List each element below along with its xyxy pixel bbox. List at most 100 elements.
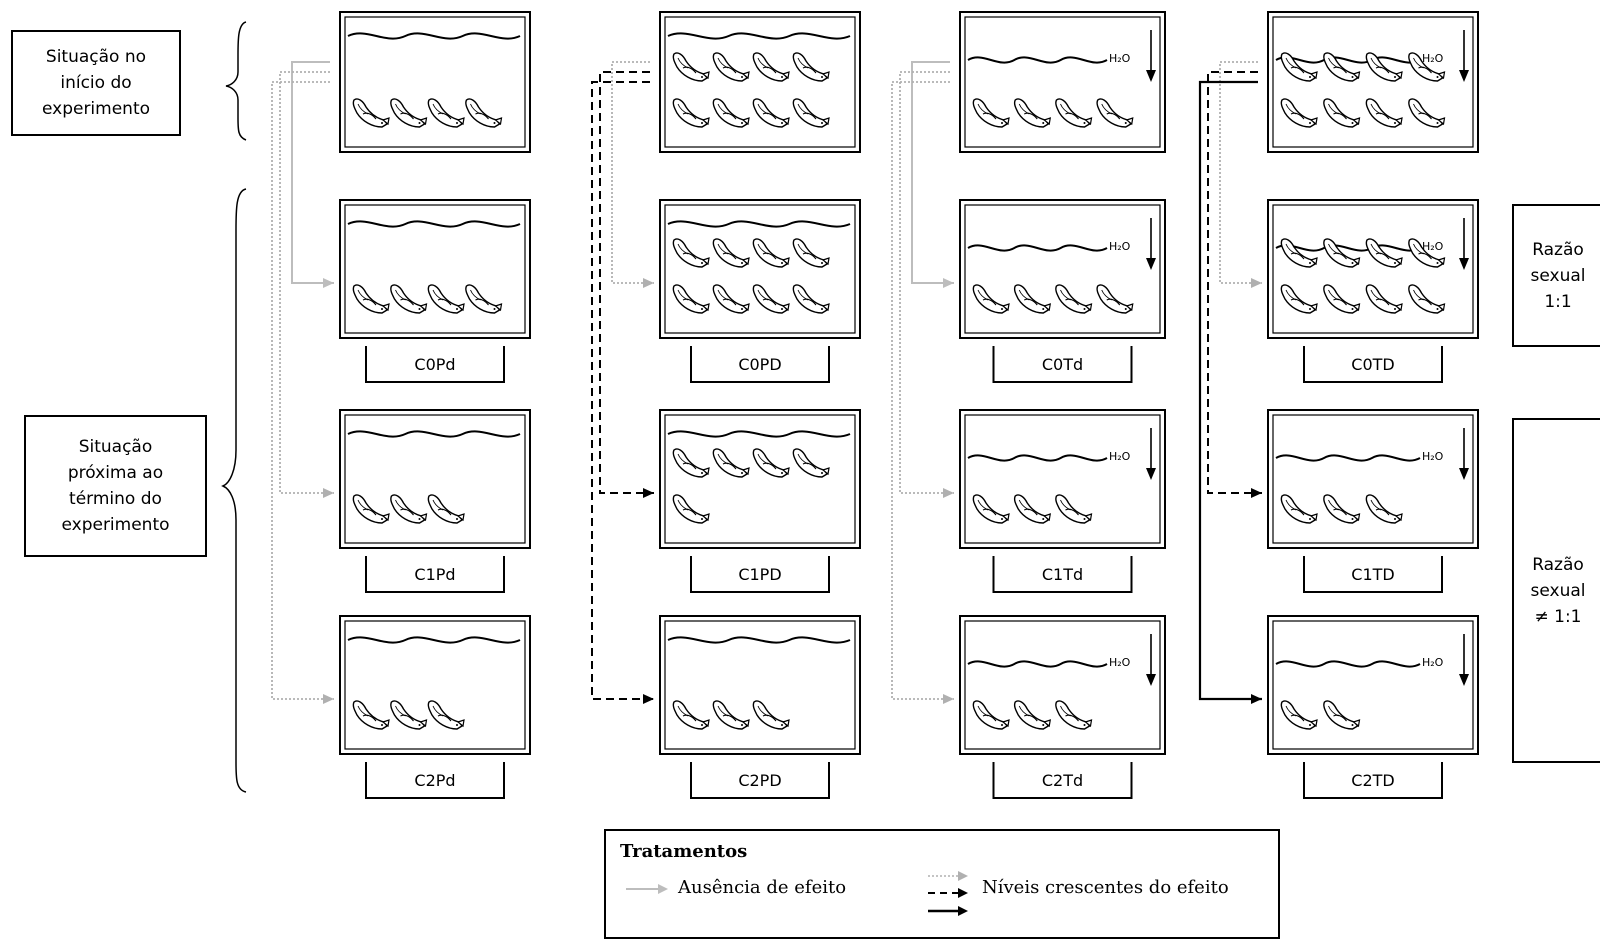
tank-inner-frame [664, 414, 856, 544]
tank-label: C2TD [1351, 771, 1394, 790]
tank-label-bracket [1303, 556, 1443, 593]
water-evaporation-label: H₂O [1422, 52, 1444, 65]
end-situation-label: Situação próxima ao término do experimen… [61, 437, 170, 535]
tank-outer-frame [339, 11, 531, 153]
tank-outer-frame [1267, 199, 1479, 339]
tank-outer-frame [659, 11, 861, 153]
water-evaporation-label: H₂O [1109, 52, 1131, 65]
water-surface-wave [1275, 56, 1421, 64]
tank-outer-frame [959, 409, 1166, 549]
tank-label: C1PD [738, 565, 781, 584]
tank-inner-frame [964, 414, 1161, 544]
end-situation-label-box: Situação próxima ao término do experimen… [24, 415, 207, 557]
tank-label-bracket [992, 556, 1133, 593]
tank-label-bracket [690, 762, 830, 799]
tank-outer-frame [1267, 11, 1479, 153]
tank-inner-frame [1272, 620, 1474, 750]
start-tank-TD: H₂O [1267, 11, 1479, 153]
tank-inner-frame [664, 620, 856, 750]
start-tank-Pd [339, 11, 531, 153]
connector-TD-2 [1198, 80, 1262, 701]
water-surface-wave [347, 220, 521, 228]
tank-label: C2PD [738, 771, 781, 790]
water-surface-wave [1275, 454, 1421, 462]
tank-label: C0TD [1351, 355, 1394, 374]
tank-label: C2Td [1042, 771, 1083, 790]
water-surface-wave [967, 454, 1108, 462]
tank-label-bracket [992, 346, 1133, 383]
connector-Td-0-head [943, 278, 954, 288]
water-level-arrow-icon [1459, 674, 1469, 686]
connector-Td-1-head [943, 488, 954, 498]
tank-label: C0Pd [414, 355, 455, 374]
tank-label: C2Pd [414, 771, 455, 790]
tank-label-bracket [1303, 762, 1443, 799]
connector-Pd-0-head [323, 278, 334, 288]
tanks: C0PdC1PdC2PdC0PDC1PDC2PDH₂OH₂OC0TdH₂OC1T… [339, 11, 1479, 799]
connectors [271, 61, 1262, 704]
start-tank-PD [659, 11, 861, 153]
tank-inner-frame [664, 16, 856, 148]
tank-outer-frame [959, 199, 1166, 339]
connector-TD-0 [1219, 61, 1262, 284]
end-brace [221, 188, 247, 793]
water-surface-wave [347, 636, 521, 644]
tank-outer-frame [659, 199, 861, 339]
connector-Td-1 [899, 71, 954, 494]
sex-ratio-equal-label: Razão sexual 1:1 [1530, 239, 1586, 312]
tank-inner-frame [964, 620, 1161, 750]
tank-C2TD: H₂O C2TD [1267, 615, 1479, 799]
connector-Td-0 [911, 61, 954, 284]
legend-increasing-arrows-icon [928, 871, 968, 916]
water-surface-wave [347, 32, 521, 40]
start-situation-label: Situação no início do experimento [41, 47, 151, 119]
water-surface-wave [667, 430, 851, 438]
tank-outer-frame [339, 615, 531, 755]
connector-PD-2 [591, 81, 654, 700]
connector-Pd-2-head [323, 694, 334, 704]
water-surface-wave [1275, 244, 1421, 252]
connector-TD-1-head [1251, 488, 1262, 498]
tank-label-bracket [690, 346, 830, 383]
connector-Pd-1 [279, 71, 334, 494]
water-surface-wave [667, 32, 851, 40]
connector-Pd-0 [291, 61, 334, 284]
water-evaporation-label: H₂O [1422, 656, 1444, 669]
tank-label-bracket [690, 556, 830, 593]
legend-absence-arrow-icon [626, 884, 668, 894]
tank-outer-frame [1267, 409, 1479, 549]
water-evaporation-label: H₂O [1422, 450, 1444, 463]
water-level-arrow-icon [1146, 70, 1156, 82]
tank-inner-frame [1272, 204, 1474, 334]
water-level-arrow-icon [1146, 468, 1156, 480]
legend-absence-label: Ausência de efeito [678, 877, 847, 898]
tank-C1PD: C1PD [659, 409, 861, 593]
water-evaporation-label: H₂O [1109, 450, 1131, 463]
water-surface-wave [667, 220, 851, 228]
tank-inner-frame [344, 16, 526, 148]
water-evaporation-label: H₂O [1422, 240, 1444, 253]
connector-Td-2 [891, 81, 954, 700]
legend-title: Tratamentos [620, 841, 748, 862]
water-evaporation-label: H₂O [1109, 656, 1131, 669]
tank-inner-frame [964, 204, 1161, 334]
connector-PD-2-head [643, 694, 654, 704]
start-situation-label-box: Situação no início do experimento [11, 30, 181, 136]
water-surface-wave [1275, 660, 1421, 668]
water-surface-wave [667, 636, 851, 644]
tank-inner-frame [344, 204, 526, 334]
tank-C0PD: C0PD [659, 199, 861, 383]
water-surface-wave [967, 660, 1108, 668]
tank-C0TD: H₂O C0TD [1267, 199, 1479, 383]
water-level-arrow-icon [1459, 70, 1469, 82]
connector-TD-0-head [1251, 278, 1262, 288]
tank-outer-frame [1267, 615, 1479, 755]
tank-label-bracket [365, 556, 505, 593]
tank-outer-frame [659, 409, 861, 549]
tank-inner-frame [1272, 16, 1474, 148]
tank-outer-frame [959, 615, 1166, 755]
water-level-arrow-icon [1459, 258, 1469, 270]
